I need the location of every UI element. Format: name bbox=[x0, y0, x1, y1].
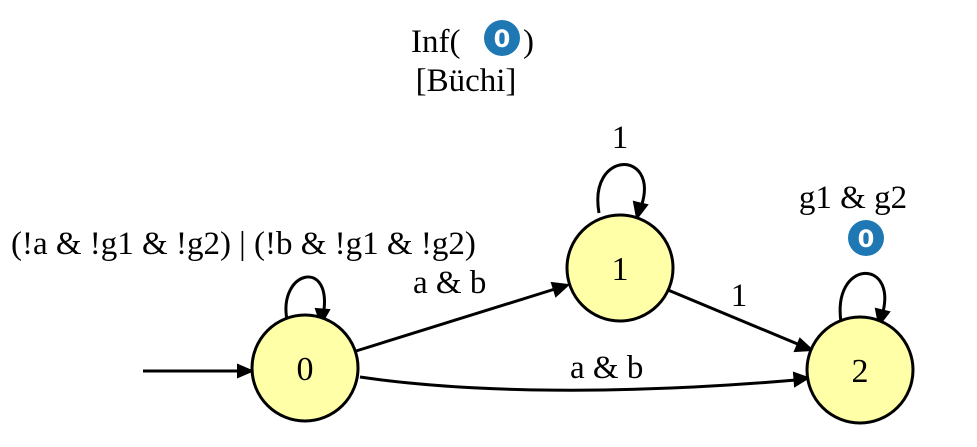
edge-label-0-0: (!a & !g1 & !g2) | (!b & !g1 & !g2) bbox=[11, 226, 476, 262]
edge-label-0-2: a & b bbox=[570, 350, 643, 386]
state-0: 0 bbox=[250, 313, 360, 423]
edge-0-2 bbox=[359, 371, 811, 392]
accepting-set-badge-label: 0 bbox=[858, 225, 875, 253]
state-2: 2 bbox=[805, 315, 915, 425]
state-label-2: 2 bbox=[852, 353, 869, 390]
edge-1-1 bbox=[596, 163, 649, 221]
acceptance-name: [Büchi] bbox=[416, 63, 517, 99]
accepting-set-badge: 0 bbox=[848, 220, 884, 256]
edge-0-1 bbox=[355, 281, 571, 353]
edge-label-1-2: 1 bbox=[731, 278, 748, 314]
acceptance-set-badge bbox=[484, 20, 520, 56]
state-1: 1 bbox=[565, 213, 675, 323]
state-label-1: 1 bbox=[612, 251, 629, 288]
edge-1-2 bbox=[667, 288, 815, 353]
acceptance-prefix: Inf( bbox=[411, 24, 460, 60]
edge-label-2-2: g1 & g2 bbox=[799, 180, 907, 216]
acceptance-condition: Inf( 0 ) bbox=[411, 20, 534, 60]
state-label-0: 0 bbox=[297, 351, 314, 388]
edge-label-1-1: 1 bbox=[612, 120, 629, 156]
acceptance-suffix: ) bbox=[523, 24, 534, 60]
acceptance-set-badge-label: 0 bbox=[494, 25, 511, 53]
edge-label-0-1: a & b bbox=[413, 265, 486, 301]
initial-arrow bbox=[143, 363, 255, 379]
